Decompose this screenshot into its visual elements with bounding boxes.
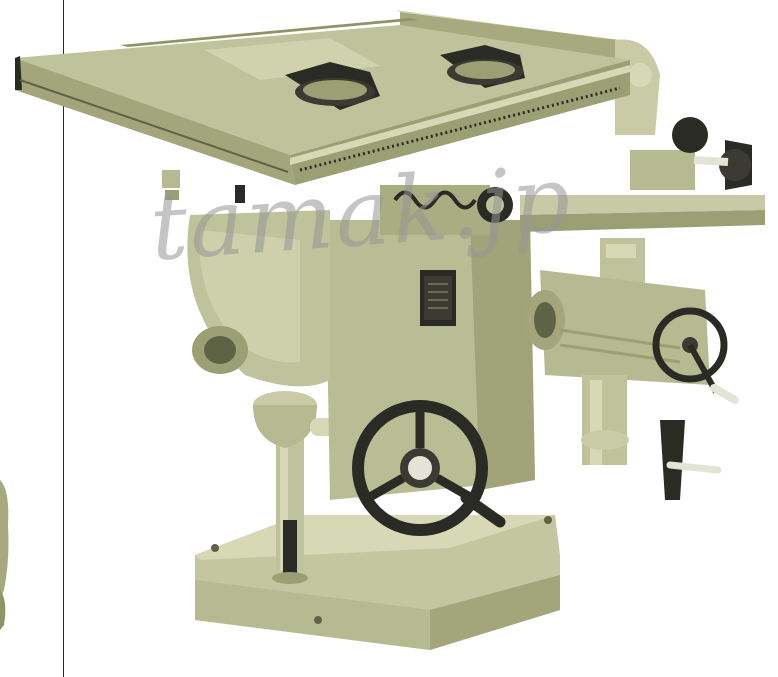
tilt-mechanism	[380, 185, 513, 235]
side-feed-unit	[520, 195, 765, 500]
adjacent-page-fragment	[0, 480, 9, 630]
side-bracket	[162, 170, 245, 203]
mitre-guides	[285, 45, 525, 110]
machine-base	[195, 515, 560, 650]
main-handwheel	[352, 400, 506, 536]
page-gutter-line	[63, 0, 64, 677]
